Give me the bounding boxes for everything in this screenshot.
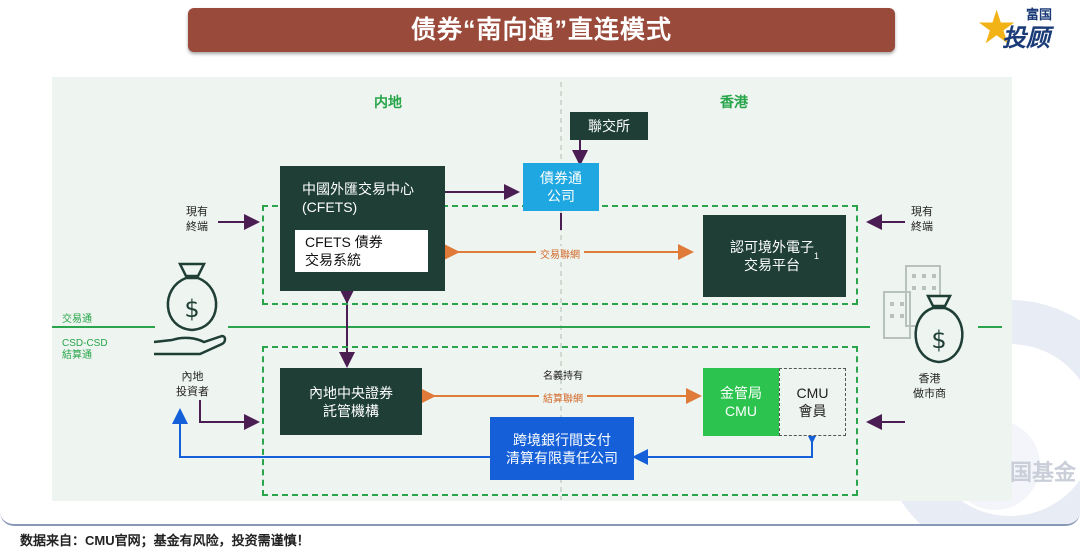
cfets-label: 中國外匯交易中心 (CFETS) — [302, 181, 414, 215]
hkex-box: 聯交所 — [570, 112, 648, 140]
hkma-cmu-box: 金管局 CMU — [703, 368, 779, 436]
investor-arrow — [199, 400, 260, 430]
settlement-zone — [262, 346, 858, 496]
investor-moneybag-icon: $ — [153, 262, 227, 356]
slide-title: 债券“南向通”直连模式 — [188, 8, 895, 52]
region-hongkong: 香港 — [720, 94, 748, 110]
watermark-text: 国基金 — [1010, 460, 1077, 485]
csd-connect-label: CSD-CSD 結算通 — [62, 338, 108, 361]
cfets-box: 中國外匯交易中心 (CFETS) — [280, 166, 445, 291]
settle-link-label: 結算聯網 — [539, 390, 587, 405]
bond-connect-box: 債券通 公司 — [523, 163, 599, 211]
star-logo-icon: ★ — [976, 1, 1018, 53]
svg-text:$: $ — [931, 326, 946, 354]
logo-text-small: 富国 — [1026, 7, 1053, 22]
trade-connect-label: 交易通 — [62, 314, 92, 325]
csd-box: 內地中央證券 託管機構 — [280, 368, 422, 435]
market-maker-label: 香港 做市商 — [913, 373, 946, 400]
region-mainland: 内地 — [374, 94, 402, 110]
brand-logo: ★ 富国 投顾 — [976, 1, 1076, 53]
source-note: 数据来自：CMU官网；基金有风险，投资需谨慎！ — [20, 533, 310, 548]
terminal-right-label: 現有 終端 — [911, 206, 933, 233]
trade-link-label: 交易聯網 — [536, 246, 584, 261]
svg-text:$: $ — [184, 295, 199, 323]
clearing-right-arrow — [632, 428, 820, 465]
terminal-left-label: 現有 終端 — [186, 206, 208, 233]
cfets-system-box: CFETS 債券 交易系統 — [295, 230, 428, 272]
platform-label: 認可境外電子 交易平台 — [729, 239, 814, 273]
clearing-left-arrow — [172, 408, 490, 458]
cmu-member-box: CMU 會員 — [779, 368, 846, 436]
nominee-label: 名義持有 — [543, 371, 583, 382]
platform-footnote: 1 — [813, 251, 819, 261]
investor-label: 內地 投資者 — [176, 371, 209, 398]
market-maker-building-icon: $ — [883, 265, 964, 364]
clearing-box: 跨境銀行間支付 清算有限責任公司 — [490, 417, 634, 480]
logo-text-big: 投顾 — [1002, 25, 1050, 52]
slide-frame: 债券“南向通”直连模式 ★ 富国 投顾 内地 — [0, 1, 1080, 526]
